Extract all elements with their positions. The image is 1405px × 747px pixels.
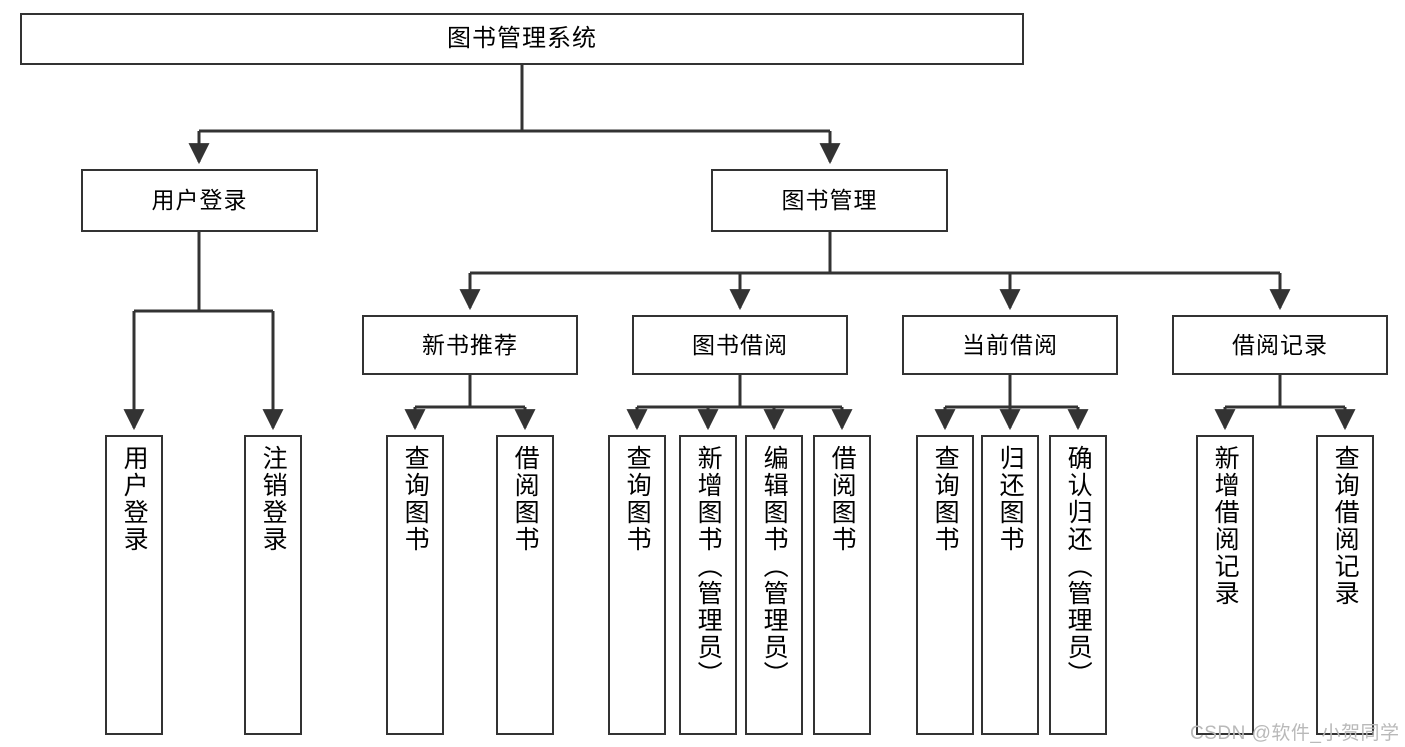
node-book-borrow[interactable]: 图书借阅 bbox=[632, 315, 848, 375]
node-label: 编辑图书（管理员） bbox=[760, 445, 789, 688]
node-label: 借阅记录 bbox=[1232, 331, 1328, 358]
node-label: 用户登录 bbox=[120, 445, 149, 553]
node-label: 新增图书（管理员） bbox=[694, 445, 723, 688]
node-user-login[interactable]: 用户登录 bbox=[81, 169, 318, 232]
node-leaf-borrow-book[interactable]: 借阅图书 bbox=[813, 435, 871, 735]
node-label: 查询图书 bbox=[931, 445, 960, 553]
node-label: 借阅图书 bbox=[828, 445, 857, 553]
node-label: 图书管理 bbox=[781, 187, 878, 214]
node-borrow-record[interactable]: 借阅记录 bbox=[1172, 315, 1388, 375]
node-new-book-recommend[interactable]: 新书推荐 bbox=[362, 315, 578, 375]
node-label: 用户登录 bbox=[151, 187, 248, 214]
node-leaf-edit-book-admin[interactable]: 编辑图书（管理员） bbox=[745, 435, 803, 735]
node-leaf-query-book-current[interactable]: 查询图书 bbox=[916, 435, 974, 735]
node-book-management[interactable]: 图书管理 bbox=[711, 169, 948, 232]
node-leaf-confirm-return-admin[interactable]: 确认归还（管理员） bbox=[1049, 435, 1107, 735]
node-leaf-borrow-book-recommend[interactable]: 借阅图书 bbox=[496, 435, 554, 735]
csdn-watermark: CSDN @软件_小贺同学 bbox=[1190, 723, 1400, 744]
node-label: 图书借阅 bbox=[692, 331, 788, 358]
node-label: 查询借阅记录 bbox=[1331, 445, 1360, 607]
node-label: 查询图书 bbox=[623, 445, 652, 553]
node-leaf-query-book-recommend[interactable]: 查询图书 bbox=[386, 435, 444, 735]
node-leaf-return-book[interactable]: 归还图书 bbox=[981, 435, 1039, 735]
node-leaf-logout[interactable]: 注销登录 bbox=[244, 435, 302, 735]
node-label: 归还图书 bbox=[996, 445, 1025, 553]
node-current-borrow[interactable]: 当前借阅 bbox=[902, 315, 1118, 375]
node-label: 图书管理系统 bbox=[447, 25, 597, 53]
node-label: 确认归还（管理员） bbox=[1064, 445, 1093, 688]
node-leaf-add-book-admin[interactable]: 新增图书（管理员） bbox=[679, 435, 737, 735]
node-label: 查询图书 bbox=[401, 445, 430, 553]
node-root-book-management-system[interactable]: 图书管理系统 bbox=[20, 13, 1024, 65]
node-label: 注销登录 bbox=[259, 445, 288, 553]
node-leaf-add-borrow-record[interactable]: 新增借阅记录 bbox=[1196, 435, 1254, 735]
node-label: 新增借阅记录 bbox=[1211, 445, 1240, 607]
node-label: 当前借阅 bbox=[962, 331, 1058, 358]
node-label: 借阅图书 bbox=[511, 445, 540, 553]
node-leaf-query-book-borrow[interactable]: 查询图书 bbox=[608, 435, 666, 735]
node-label: 新书推荐 bbox=[422, 331, 518, 358]
node-leaf-user-login[interactable]: 用户登录 bbox=[105, 435, 163, 735]
node-leaf-query-borrow-record[interactable]: 查询借阅记录 bbox=[1316, 435, 1374, 735]
